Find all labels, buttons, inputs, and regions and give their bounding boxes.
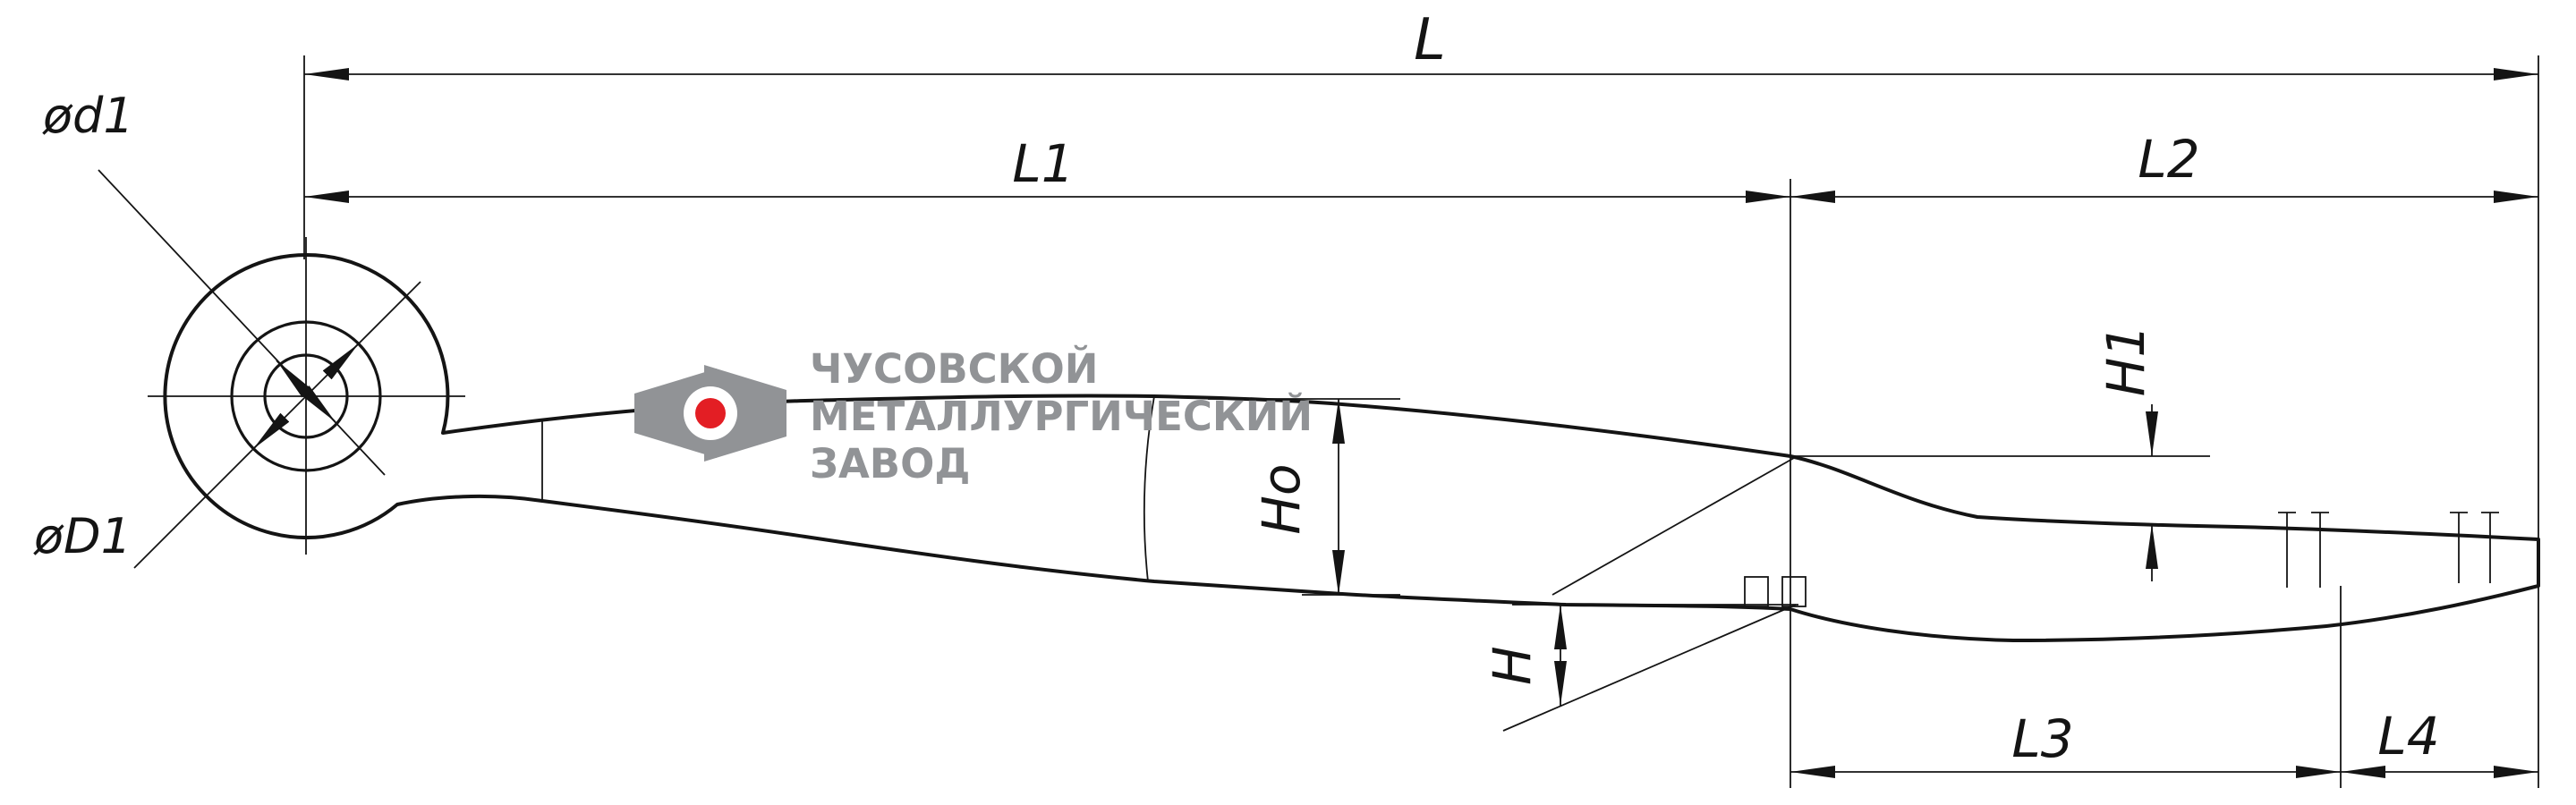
dim-L1-label: L1 [1012, 133, 1074, 194]
logo-flag-right-icon [704, 365, 786, 462]
center-clamp-marks [1744, 576, 1807, 607]
logo-text-line3: ЗАВОД [810, 440, 970, 487]
clamp-mark-left [1744, 576, 1769, 607]
dim-D1-label: øD1 [33, 508, 132, 564]
logo-text-line1: ЧУСОВСКОЙ [810, 345, 1098, 393]
chord-line-upper [1552, 457, 1795, 596]
dim-D1-arrow-lower [252, 412, 290, 450]
dim-d1-arrow-upper [276, 360, 312, 398]
dim-d1-leader [98, 169, 386, 476]
chord-line-lower [1502, 604, 1797, 732]
leaf-spring-outline [148, 237, 2540, 642]
dim-H-label: H [1482, 646, 1543, 685]
dim-D1-arrow-upper [322, 343, 360, 380]
taper-zone-line [1143, 395, 1155, 582]
dimensions: L L1 L2 L3 L4 Ho H H1 ød1 øD1 [33, 7, 2538, 778]
dim-L4-label: L4 [2377, 706, 2439, 767]
extension-lines [303, 55, 2539, 788]
dim-L3-label: L3 [2011, 708, 2073, 769]
end-hole-marks [2278, 512, 2499, 588]
logo-red-dot-icon [695, 398, 726, 428]
clamp-mark-right [1781, 576, 1807, 607]
dim-Ho-label: Ho [1251, 463, 1312, 534]
dim-H1-label: H1 [2096, 325, 2156, 397]
dim-L-label: L [1414, 7, 1446, 73]
dim-L2-label: L2 [2138, 129, 2199, 190]
factory-logo: ЧУСОВСКОЙ МЕТАЛЛУРГИЧЕСКИЙ ЗАВОД [634, 345, 1313, 487]
dim-d1-arrow-lower [300, 386, 336, 423]
spring-main-leaf [163, 252, 2540, 642]
dim-d1-label: ød1 [42, 88, 134, 144]
logo-text-line2: МЕТАЛЛУРГИЧЕСКИЙ [810, 393, 1313, 440]
